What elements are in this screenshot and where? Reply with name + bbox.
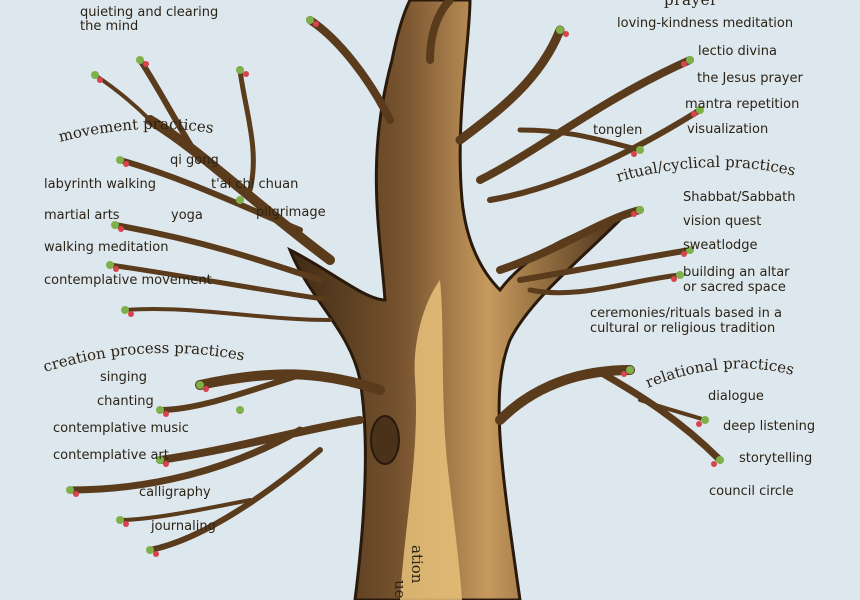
practice-shabbat: Shabbat/Sabbath: [683, 190, 796, 205]
practice-singing: singing: [100, 370, 147, 385]
prayer-heading: prayer: [664, 0, 718, 9]
practice-mantra: mantra repetition: [685, 97, 800, 112]
blossoms: [66, 16, 724, 557]
practice-council-circle: council circle: [709, 484, 794, 499]
practice-journaling: journaling: [151, 519, 216, 534]
practice-tonglen: tonglen: [593, 123, 643, 138]
relational-heading: relational practices: [643, 354, 796, 391]
quieting-label-2: the mind: [80, 19, 139, 34]
practice-altar-1: building an altar: [683, 265, 790, 280]
practice-tai-chi: t'ai chi chuan: [211, 177, 299, 192]
practice-contemplative-movement: contemplative movement: [44, 273, 212, 288]
practice-deep-listening: deep listening: [723, 419, 816, 434]
practice-contemplative-art: contemplative art: [53, 448, 169, 463]
trunk-highlight: [400, 280, 462, 600]
practice-sweatlodge: sweatlodge: [683, 238, 758, 253]
practice-contemplative-music: contemplative music: [53, 421, 189, 436]
practice-loving-kindness: loving-kindness meditation: [617, 16, 794, 31]
practice-martial-arts: martial arts: [44, 208, 120, 223]
practice-ceremonies-1: ceremonies/rituals based in a: [590, 306, 782, 321]
practice-jesus-prayer: the Jesus prayer: [697, 71, 803, 86]
practice-chanting: chanting: [97, 394, 154, 409]
practice-calligraphy: calligraphy: [139, 485, 211, 500]
trunk-text-1: ation: [408, 545, 426, 584]
trunk-text-2: ue: [391, 580, 409, 599]
ritual-heading: ritual/cyclical practices: [614, 153, 797, 186]
practice-storytelling: storytelling: [739, 451, 813, 466]
practice-walking-meditation: walking meditation: [44, 240, 169, 255]
practice-lectio-divina: lectio divina: [698, 44, 777, 59]
practice-yoga: yoga: [171, 208, 203, 223]
practice-visualization: visualization: [687, 122, 769, 137]
practice-dialogue: dialogue: [708, 389, 764, 404]
trunk-knot: [370, 415, 400, 465]
practice-altar-2: or sacred space: [683, 280, 786, 295]
practice-labyrinth: labyrinth walking: [44, 177, 157, 192]
quieting-label-1: quieting and clearing: [80, 5, 219, 20]
practice-ceremonies-2: cultural or religious tradition: [590, 321, 776, 336]
practice-vision-quest: vision quest: [683, 214, 762, 229]
practice-qi-gong: qi gong: [170, 153, 219, 168]
branches: [66, 0, 724, 553]
tree-trunk: [287, 0, 625, 600]
practice-pilgrimage: pilgrimage: [256, 205, 326, 220]
